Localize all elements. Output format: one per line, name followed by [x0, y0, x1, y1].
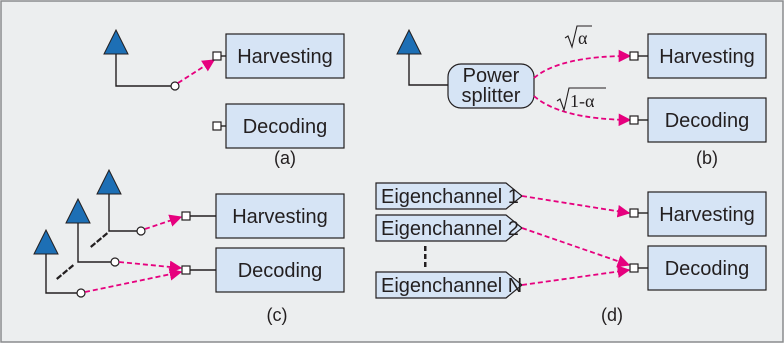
eigenchannel-1-box: [375, 182, 523, 210]
channel-path: [521, 195, 631, 218]
harvesting-box: [647, 33, 767, 79]
switch-arm: [84, 268, 183, 293]
eigenchannel-n-box: [375, 271, 523, 299]
decoding-box: [225, 103, 345, 149]
split-path-bottom: [533, 95, 632, 127]
caption-b: (b): [696, 148, 718, 168]
coefficient-bottom: 1-α: [556, 87, 606, 112]
coefficient-top: α: [564, 25, 592, 49]
splitter-label-line2: splitter: [462, 85, 521, 107]
eigenchannel-1-label: Eigenchannel 1: [381, 186, 519, 208]
harvesting-box: [215, 193, 345, 239]
decoding-label: Decoding: [243, 116, 328, 138]
terminal-top: [212, 51, 222, 61]
antenna-feed-line: [45, 254, 77, 294]
switch-arm: [144, 214, 183, 230]
switch-pivot: [136, 226, 146, 236]
panel-c: Harvesting Decoding (c): [33, 168, 345, 325]
eigenchannel-2-label: Eigenchannel 2: [381, 218, 519, 240]
power-splitter-box: [447, 63, 535, 109]
caption-d: (d): [601, 305, 623, 325]
harvesting-label: Harvesting: [237, 46, 333, 68]
ellipsis-icon: [56, 232, 109, 280]
switch-pivot: [76, 288, 86, 298]
decoding-box: [647, 245, 767, 291]
terminal-bottom: [629, 115, 639, 125]
eigenchannel-n-label: Eigenchannel N: [381, 275, 522, 297]
panel-a: Harvesting Decoding (a): [103, 28, 345, 168]
splitter-label-line1: Power: [463, 65, 520, 87]
caption-a: (a): [274, 148, 296, 168]
switch-pivot: [110, 257, 120, 267]
split-path-top: [533, 49, 632, 79]
caption-c: (c): [267, 305, 288, 325]
antenna-feed-line: [77, 223, 111, 263]
antenna-feed-line: [108, 194, 137, 232]
decoding-label: Decoding: [238, 260, 323, 282]
switch-pivot: [170, 81, 180, 91]
eigenchannel-2-box: [375, 214, 523, 242]
antenna-feed-line: [115, 54, 171, 87]
harvesting-label: Harvesting: [659, 204, 755, 226]
panel-d: Eigenchannel 1 Eigenchannel 2 Eigenchann…: [375, 182, 767, 325]
channel-path: [521, 227, 631, 268]
harvesting-label: Harvesting: [659, 46, 755, 68]
decoding-box: [647, 97, 767, 143]
terminal-bottom: [181, 265, 191, 275]
coef-bottom-text: 1-α: [570, 91, 595, 111]
harvesting-box: [647, 191, 767, 237]
terminal-bottom: [629, 263, 639, 273]
panel-b: Power splitter α 1-α Harvesting Decoding…: [396, 25, 767, 168]
antenna-feed-line: [408, 54, 448, 86]
vertical-ellipsis-icon: [424, 246, 427, 267]
harvesting-label: Harvesting: [232, 206, 328, 228]
switch-arm: [177, 59, 216, 84]
switch-arm: [118, 260, 183, 274]
terminal-bottom: [212, 121, 222, 131]
terminal-top: [629, 208, 639, 218]
decoding-label: Decoding: [665, 110, 750, 132]
decoding-label: Decoding: [665, 258, 750, 280]
harvesting-box: [225, 33, 345, 79]
terminal-top: [181, 211, 191, 221]
decoding-box: [215, 247, 345, 293]
coef-top-text: α: [578, 28, 588, 48]
terminal-top: [629, 51, 639, 61]
channel-path: [521, 265, 631, 286]
